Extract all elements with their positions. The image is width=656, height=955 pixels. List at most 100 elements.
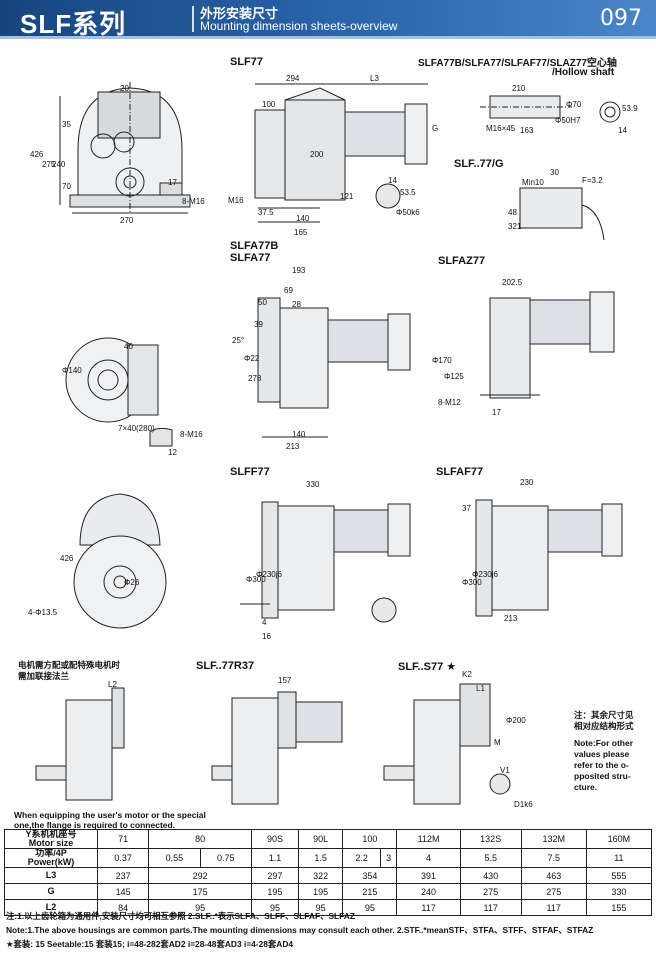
dim: K2 [462,670,472,679]
dim: Φ230j6 [472,570,498,579]
side-view-slff77 [240,501,411,619]
label-hollow-en: /Hollow shaft [552,67,615,78]
footer-en: Note:1.The above housings are common par… [6,925,594,935]
dim: 14 [618,126,627,135]
table-cell: 71 [96,829,150,849]
view-motor-flange [35,687,125,801]
label-hollow-cn: SLFA77B/SLFA77/SLFAF77/SLAZ77空心轴 [418,58,617,69]
dim: Φ22 [244,354,260,363]
table-cell: 215 [342,883,398,900]
dim: 50 [258,298,267,307]
table-cell: 0.37 [96,848,150,868]
row-header: L3 [4,867,98,884]
equip-note-2: one,the flange is required to connected. [14,820,176,830]
label-slf77g: SLF..77/G [454,158,504,170]
row-header: 功率/4P Power(kW) [4,848,98,868]
label-slfs77: SLF..S77 ★ [398,661,457,673]
table-cell: 1.1 [250,848,300,868]
dim: Φ50H7 [555,116,581,125]
dim: 330 [306,480,320,489]
dim: L2 [108,680,117,689]
footer-star: ★套装: 15 Seetable:15 套装15; i=48-282套AD2 i… [6,939,294,949]
row-header: G [4,883,98,900]
label-slfa77b: SLFA77B [230,240,279,252]
note-cn-2: 相对应结构形式 [574,721,634,731]
table-cell: 160M [585,829,653,849]
table-cell: 275 [459,883,522,900]
note-en-4: pposited stru- [574,771,631,781]
dim: 275 [42,160,56,169]
dim: 53.9 [622,104,638,113]
table-cell: 117 [520,899,587,916]
dim: 53.5 [400,188,416,197]
dim: 39 [254,320,263,329]
dim: D1k6 [514,800,533,809]
table-cell: 0.75 [199,848,252,868]
dim: Min10 [522,178,544,187]
dim: Φ200 [506,716,526,725]
dim: 35 [62,120,71,129]
dim: 14 [388,176,397,185]
table-cell: 11 [585,848,653,868]
dim: 4-Φ13.5 [28,608,58,617]
label-slff77: SLFF77 [230,466,270,478]
front-view-slf77 [59,82,191,214]
table-cell: 90L [297,829,344,849]
table-cell: 7.5 [520,848,587,868]
dim: 16 [262,632,271,641]
dim: Φ50k6 [396,208,420,217]
table-cell: 145 [96,883,150,900]
dim: 240 [52,160,66,169]
table-cell: 175 [148,883,252,900]
table-cell: 132S [459,829,522,849]
front-view-slff77 [73,493,167,629]
dim: L3 [370,74,379,83]
table-cell: 240 [396,883,461,900]
table-cell: 155 [585,899,653,916]
table-cell: 132M [520,829,587,849]
note-cn-1: 注：其余尺寸见 [574,710,634,720]
dim: 157 [278,676,292,685]
dim: F=3.2 [582,176,603,185]
dim: 294 [286,74,300,83]
dim: 8-M12 [438,398,461,407]
series-title: SLF系列 [20,9,127,39]
label-flange-cn-1: 电机需方配或配特殊电机时 [18,660,121,670]
table-cell: 391 [396,867,461,884]
view-slf77r37 [211,691,343,805]
dim: 321 [508,222,522,231]
dim: 270 [120,216,134,225]
table-cell: 90S [250,829,300,849]
note-en-1: Note:For other [574,738,634,748]
page-header: SLF系列 外形安装尺寸 Mounting dimension sheets-o… [0,0,656,39]
equip-note-1: When equipping the user's motor or the s… [14,810,206,820]
table-cell: 0.55 [148,848,201,868]
table-cell: 463 [520,867,587,884]
dim: 12 [168,448,177,457]
dim: 213 [504,614,518,623]
dim: Φ230j6 [256,570,282,579]
label-flange-cn-2: 需加联接法兰 [18,671,70,681]
hollow-shaft-view [480,95,621,123]
dim: 426 [60,554,74,563]
header-subtitle-cn: 外形安装尺寸 [200,6,279,21]
table-cell: 112M [396,829,461,849]
header-band [0,36,656,39]
label-slfaz77: SLFAZ77 [438,255,486,267]
flange-front-view [65,337,159,423]
dim: M [494,738,501,747]
dim: 17 [492,408,501,417]
dim: 25° [232,336,245,345]
side-view-slfaf77 [475,499,623,617]
dim: 70 [62,182,71,191]
dim: Φ300 [246,575,266,584]
table-cell: 322 [297,867,344,884]
dim: 200 [310,150,324,159]
dim: 193 [292,266,306,275]
dim: 7×40(280) [118,424,155,433]
table-cell: 430 [459,867,522,884]
